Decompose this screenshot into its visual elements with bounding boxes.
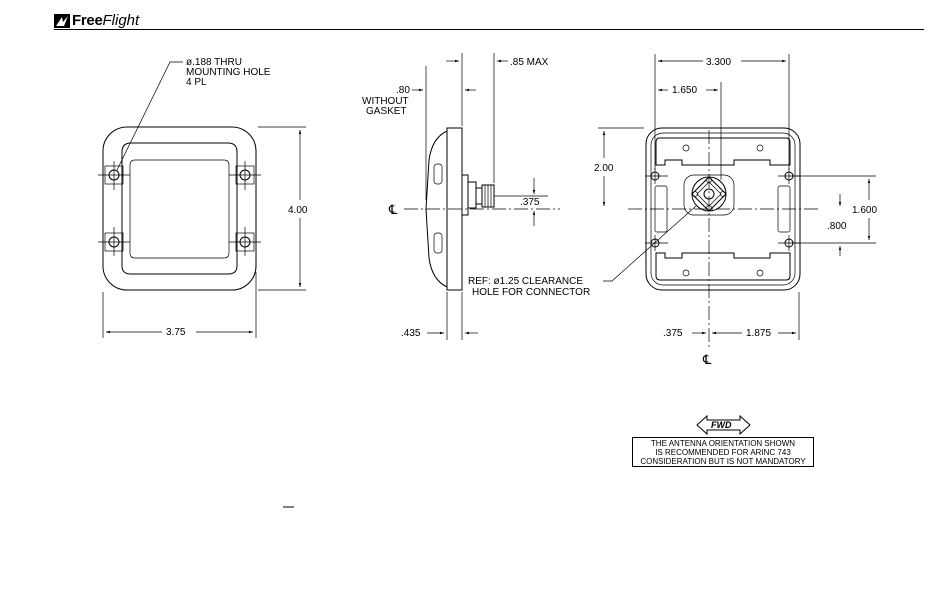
max-dimension: .85 MAX xyxy=(510,57,549,68)
right-dimension-1: 1.600 xyxy=(852,205,877,216)
front-width-dimension: 3.75 xyxy=(166,327,186,338)
bottom-left-dimension: .375 xyxy=(663,328,683,339)
fwd-orientation-arrow: FWD xyxy=(697,416,750,434)
bottom-screw xyxy=(757,270,763,276)
right-dimension-2: .800 xyxy=(827,221,847,232)
clearance-note-leader xyxy=(603,206,696,281)
gasket-note-line: GASKET xyxy=(366,106,407,117)
orientation-note-line: IS RECOMMENDED FOR ARINC 743 xyxy=(633,448,813,457)
front-height-dimension: 4.00 xyxy=(288,205,308,216)
orientation-note-line: CONSIDERATION BUT IS NOT MANDATORY xyxy=(633,457,813,466)
orientation-note-box: THE ANTENNA ORIENTATION SHOWN IS RECOMME… xyxy=(632,437,814,467)
side-boss xyxy=(434,233,442,253)
clearance-note-line: REF: ø1.25 CLEARANCE xyxy=(468,276,583,287)
overall-width-dimension: 3.300 xyxy=(706,57,731,68)
front-inner-outline xyxy=(122,143,237,274)
bottom-top-rail xyxy=(656,138,790,165)
bottom-view: ℄ 3.300 1.650 2.00 1.600 xyxy=(468,54,877,367)
front-view: ø.188 THRU MOUNTING HOLE 4 PL 4.00 3.75 xyxy=(98,57,308,338)
side-boss xyxy=(434,164,442,184)
clearance-note-line: HOLE FOR CONNECTOR xyxy=(472,287,590,298)
bottom-screw xyxy=(683,145,689,151)
bottom-screw xyxy=(683,270,689,276)
orientation-note-line: THE ANTENNA ORIENTATION SHOWN xyxy=(633,439,813,448)
gasket-note-line: .80 xyxy=(396,85,410,96)
half-width-dimension: 1.650 xyxy=(672,85,697,96)
side-centerline-symbol: ℄ xyxy=(388,202,398,217)
base-dimension: .435 xyxy=(401,328,421,339)
connector-dimension: .375 xyxy=(520,197,540,208)
bottom-mounting-hole xyxy=(645,168,668,184)
bottom-screw xyxy=(757,145,763,151)
front-inner-face xyxy=(130,160,229,258)
hole-note-leader xyxy=(117,62,183,170)
fwd-label: FWD xyxy=(711,420,732,430)
bottom-right-dimension: 1.875 xyxy=(746,328,771,339)
hole-note-line: 4 PL xyxy=(186,77,207,88)
bottom-bottom-rail xyxy=(656,253,790,280)
bottom-centerline-symbol: ℄ xyxy=(702,352,712,367)
height-dimension: 2.00 xyxy=(594,163,614,174)
